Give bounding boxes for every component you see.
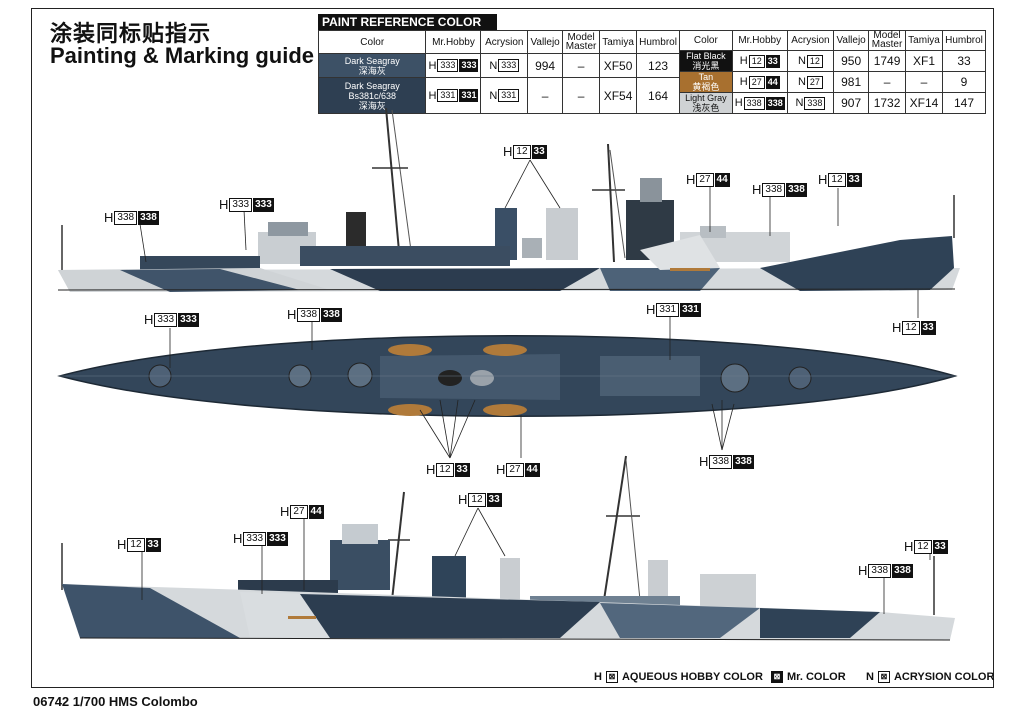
vallejo-code: –: [527, 77, 564, 114]
paint-table-right: Color Mr.Hobby Acrysion Vallejo Model Ma…: [679, 30, 987, 114]
legend-acrysion: N ⊠ ACRYSION COLOR: [866, 671, 994, 683]
vallejo-code: 907: [833, 92, 870, 114]
humbrol-code: 123: [636, 53, 681, 79]
legend-filled-box-icon: ⊠: [771, 671, 783, 683]
color-name-cn: 黄褐色: [692, 82, 720, 92]
legend-acrysion-label: ACRYSION COLOR: [893, 671, 995, 683]
model-code: 1749: [868, 50, 907, 72]
color-name-cn: 浅灰色: [692, 103, 720, 113]
color-name: Flat Black: [686, 51, 726, 61]
model-code: 1732: [868, 92, 907, 114]
ship-plan-view: [57, 335, 958, 417]
humbrol-code: 147: [941, 92, 987, 114]
col-mrhobby: Mr.Hobby: [425, 29, 482, 55]
col-vallejo: Vallejo: [833, 30, 870, 51]
legend-aqueous: H ⊠ AQUEOUS HOBBY COLOR: [594, 671, 763, 683]
color-name-cn: 深海灰: [358, 65, 386, 76]
legend-mrcolor: ⊠ Mr. COLOR: [771, 671, 846, 683]
model-code: –: [562, 53, 601, 79]
paint-reference-table: PAINT REFERENCE COLOR Color Mr.Hobby Acr…: [317, 14, 987, 114]
humbrol-code: 33: [941, 50, 987, 72]
legend-h-prefix: H: [594, 671, 602, 683]
model-code: –: [562, 77, 601, 114]
col-modelmaster: Model Master: [562, 29, 601, 55]
color-name-cn: 深海灰: [358, 100, 386, 111]
color-name: Dark Seagray: [344, 55, 400, 66]
legend-aqueous-label: AQUEOUS HOBBY COLOR: [621, 671, 763, 683]
title-english: Painting & Marking guide: [50, 43, 315, 68]
col-modelmaster: Model Master: [868, 30, 907, 51]
col-humbrol: Humbrol: [636, 29, 681, 55]
title-chinese: 涂装同标贴指示: [50, 22, 212, 47]
footer-product: 06742 1/700 HMS Colombo: [33, 694, 198, 709]
page-frame: [31, 8, 994, 688]
color-name-cn: 消光黑: [692, 61, 720, 71]
tamiya-code: XF54: [599, 77, 638, 114]
color-name: Tan: [698, 72, 714, 82]
humbrol-code: 164: [636, 77, 681, 114]
tamiya-code: XF14: [905, 92, 943, 114]
col-acrysion: Acrysion: [786, 30, 835, 51]
ship-side-view-top: [57, 107, 960, 292]
vallejo-code: 994: [527, 53, 564, 79]
ship-side-view-bottom: [61, 455, 955, 641]
legend-mrcolor-label: Mr. COLOR: [787, 671, 846, 683]
col-acrysion: Acrysion: [480, 29, 529, 55]
legend-box-icon: ⊠: [605, 671, 618, 683]
col-vallejo: Vallejo: [527, 29, 564, 55]
color-name: Dark Seagray Bs381c/638: [344, 80, 400, 101]
col-color: Color: [317, 29, 427, 55]
paint-table-heading: PAINT REFERENCE COLOR: [318, 14, 497, 30]
legend-box-icon: ⊠: [877, 671, 890, 683]
paint-table-left: Color Mr.Hobby Acrysion Vallejo Model Ma…: [317, 29, 681, 114]
callout-leaders: [139, 159, 931, 614]
color-name: Light Gray: [685, 93, 727, 103]
vallejo-code: 950: [833, 50, 870, 72]
tamiya-code: XF50: [599, 53, 638, 79]
legend-n-prefix: N: [866, 671, 874, 683]
